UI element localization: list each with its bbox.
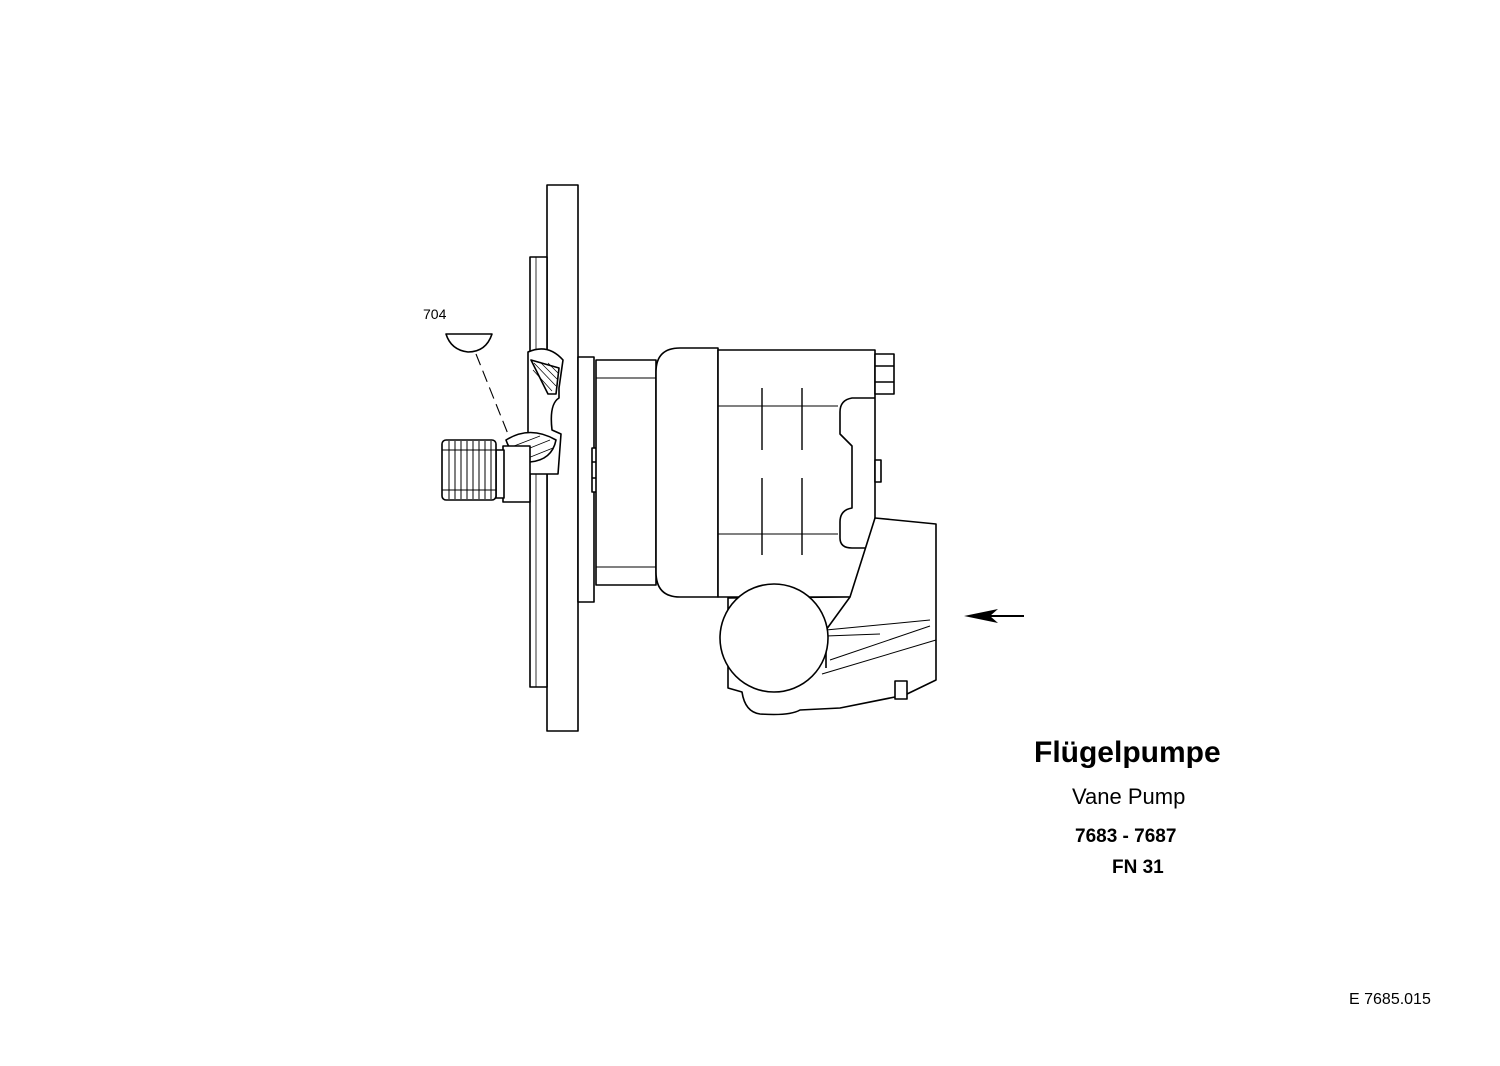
view-direction-arrow [964,609,1024,623]
drawing-reference: E 7685.015 [1349,991,1431,1008]
bolt-top [874,353,895,395]
serial-range: 7683 - 7687 [1075,826,1177,847]
pressure-port-cap [719,583,829,693]
pump-housing [717,349,882,598]
title-german: Flügelpumpe [1034,736,1221,769]
title-english: Vane Pump [1072,784,1186,809]
drive-shaft [441,439,531,503]
adapter-neck [595,359,657,586]
callout-label-704: 704 [423,306,447,322]
front-cover [655,347,719,598]
callout-leader [475,353,509,435]
fn-code: FN 31 [1112,857,1164,878]
key-704-part [445,333,493,353]
